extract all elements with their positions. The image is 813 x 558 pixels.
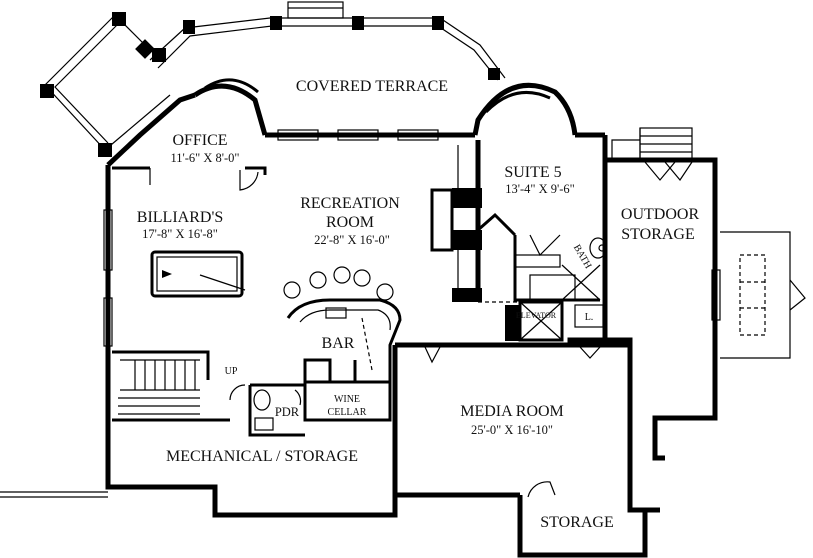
suite-5-dimensions: 13'-4" X 9'-6" (505, 182, 575, 196)
billiards-dimensions: 17'-8" X 16'-8" (142, 227, 218, 241)
bar-label: BAR (322, 335, 355, 352)
stair-up-label: UP (225, 366, 238, 377)
media-room-label: MEDIA ROOM (460, 403, 564, 420)
pdr-label: PDR (275, 405, 300, 419)
suite-5-label: SUITE 5 (504, 164, 561, 181)
media-room-dimensions: 25'-0" X 16'-10" (471, 423, 553, 437)
recreation-room-label-line1: RECREATION (300, 195, 400, 212)
outdoor-storage-label-line1: OUTDOOR (621, 206, 700, 223)
outdoor-storage-label-line2: STORAGE (621, 226, 695, 243)
elevator-label: ELEVATOR (516, 311, 557, 320)
stair-treads (118, 359, 200, 415)
recreation-room-label-line2: ROOM (326, 214, 374, 231)
billiards-label: BILLIARD'S (137, 209, 223, 226)
wine-cellar-label-line2: CELLAR (328, 407, 367, 418)
linen-label: L. (585, 312, 594, 323)
interior-walls (112, 140, 607, 498)
recreation-room-dimensions: 22'-8" X 16'-0" (314, 233, 390, 247)
mechanical-storage-label: MECHANICAL / STORAGE (166, 448, 358, 465)
storage-label: STORAGE (540, 514, 614, 531)
office-dimensions: 11'-6" X 8'-0" (170, 151, 239, 165)
wine-cellar-label-line1: WINE (334, 394, 360, 405)
outdoor-storage-annex (611, 127, 806, 359)
billiard-table (150, 250, 246, 298)
covered-terrace-label: COVERED TERRACE (296, 78, 448, 95)
office-label: OFFICE (172, 132, 227, 149)
